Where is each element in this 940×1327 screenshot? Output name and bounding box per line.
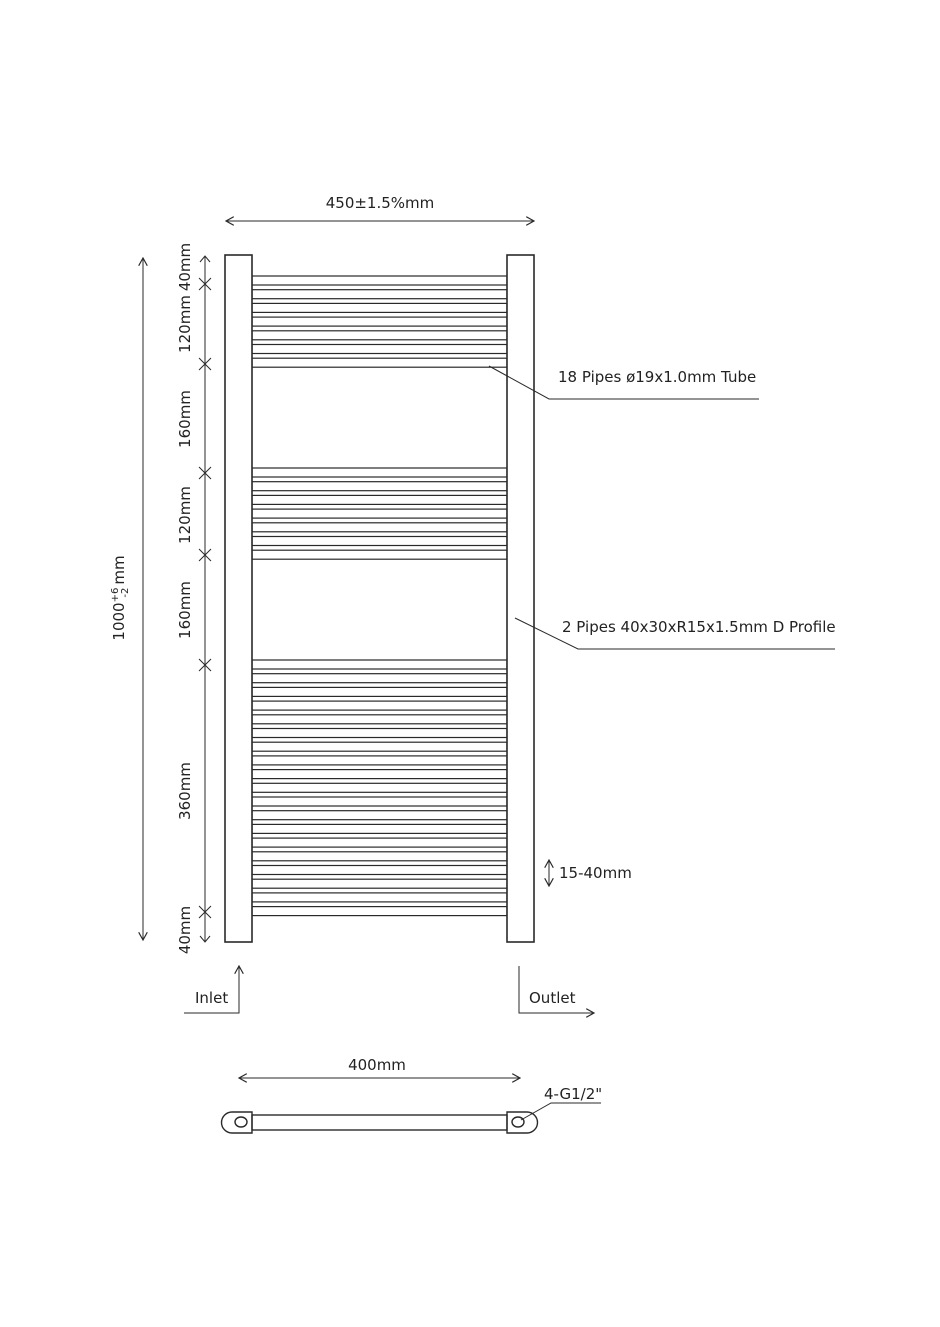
centers-dimension-label: 400mm — [348, 1056, 406, 1074]
horizontal-tubes — [251, 275, 508, 917]
horizontal-tube — [251, 494, 508, 505]
horizontal-tube — [251, 316, 508, 327]
overall-height-dimension: 1000+6-2mm — [110, 258, 143, 940]
segment-ticks — [198, 277, 212, 919]
plan-view-right-end — [506, 1111, 539, 1134]
horizontal-tube — [251, 714, 508, 725]
horizontal-tube — [251, 343, 508, 355]
horizontal-tube — [251, 741, 508, 752]
horizontal-tube — [251, 275, 508, 286]
horizontal-tube — [251, 522, 508, 533]
segment-label-160-lower: 160mm — [176, 581, 194, 639]
horizontal-tube — [251, 467, 508, 478]
horizontal-tube — [251, 755, 508, 766]
horizontal-tube — [251, 508, 508, 519]
plan-view-left-end — [220, 1111, 253, 1134]
horizontal-tube — [251, 357, 508, 368]
horizontal-tube — [251, 851, 508, 862]
horizontal-tube — [251, 810, 508, 821]
overall-height-label: 1000+6-2mm — [110, 555, 131, 640]
horizontal-tube — [251, 330, 508, 341]
uprights-callout-label: 2 Pipes 40x30xR15x1.5mm D Profile — [562, 618, 836, 636]
tube-spacing-label: 15-40mm — [559, 864, 632, 882]
horizontal-tube — [251, 700, 508, 711]
horizontal-tube — [251, 782, 508, 793]
horizontal-tube — [251, 878, 508, 889]
horizontal-tube — [251, 768, 508, 780]
horizontal-tube — [251, 864, 508, 876]
horizontal-tube — [251, 823, 508, 835]
segment-label-120-lower: 120mm — [176, 486, 194, 544]
horizontal-tube — [251, 796, 508, 807]
horizontal-tube — [251, 892, 508, 903]
horizontal-tube — [251, 905, 508, 917]
horizontal-tube — [251, 673, 508, 684]
plan-view: 400mm 4-G1/2" — [220, 1056, 602, 1134]
horizontal-tube — [251, 549, 508, 560]
overall-width-dimension: 450±1.5%mm — [226, 194, 534, 221]
horizontal-tube — [251, 837, 508, 848]
segment-label-160-upper: 160mm — [176, 390, 194, 448]
horizontal-tube — [251, 659, 508, 670]
horizontal-tube — [251, 302, 508, 313]
overall-width-label: 450±1.5%mm — [326, 194, 435, 212]
plan-view-right-port-icon — [511, 1116, 525, 1128]
tubes-callout-label: 18 Pipes ø19x1.0mm Tube — [558, 368, 756, 386]
tube-spacing-indicator: 15-40mm — [549, 860, 632, 886]
uprights-callout: 2 Pipes 40x30xR15x1.5mm D Profile — [514, 617, 836, 650]
outlet-port: Outlet — [518, 966, 594, 1013]
horizontal-tube — [251, 686, 508, 698]
horizontal-tube — [251, 727, 508, 739]
segment-dimension-chain: 40mm 120mm 160mm 120mm 160mm 360mm 40mm — [176, 243, 212, 954]
left-upright — [224, 254, 253, 943]
tubes-callout: 18 Pipes ø19x1.0mm Tube — [488, 365, 759, 400]
horizontal-tube — [251, 481, 508, 492]
segment-label-top-40: 40mm — [176, 243, 194, 291]
inlet-port: Inlet — [184, 966, 239, 1014]
plan-view-tube — [251, 1114, 508, 1131]
outlet-label: Outlet — [529, 989, 576, 1007]
plan-view-left-port-icon — [234, 1116, 248, 1128]
horizontal-tube — [251, 535, 508, 547]
segment-label-bottom-40: 40mm — [176, 906, 194, 954]
inlet-label: Inlet — [195, 989, 228, 1007]
horizontal-tube — [251, 289, 508, 300]
connection-thread-label: 4-G1/2" — [544, 1085, 602, 1103]
right-upright — [506, 254, 535, 943]
segment-label-360: 360mm — [176, 762, 194, 820]
segment-label-120-upper: 120mm — [176, 295, 194, 353]
